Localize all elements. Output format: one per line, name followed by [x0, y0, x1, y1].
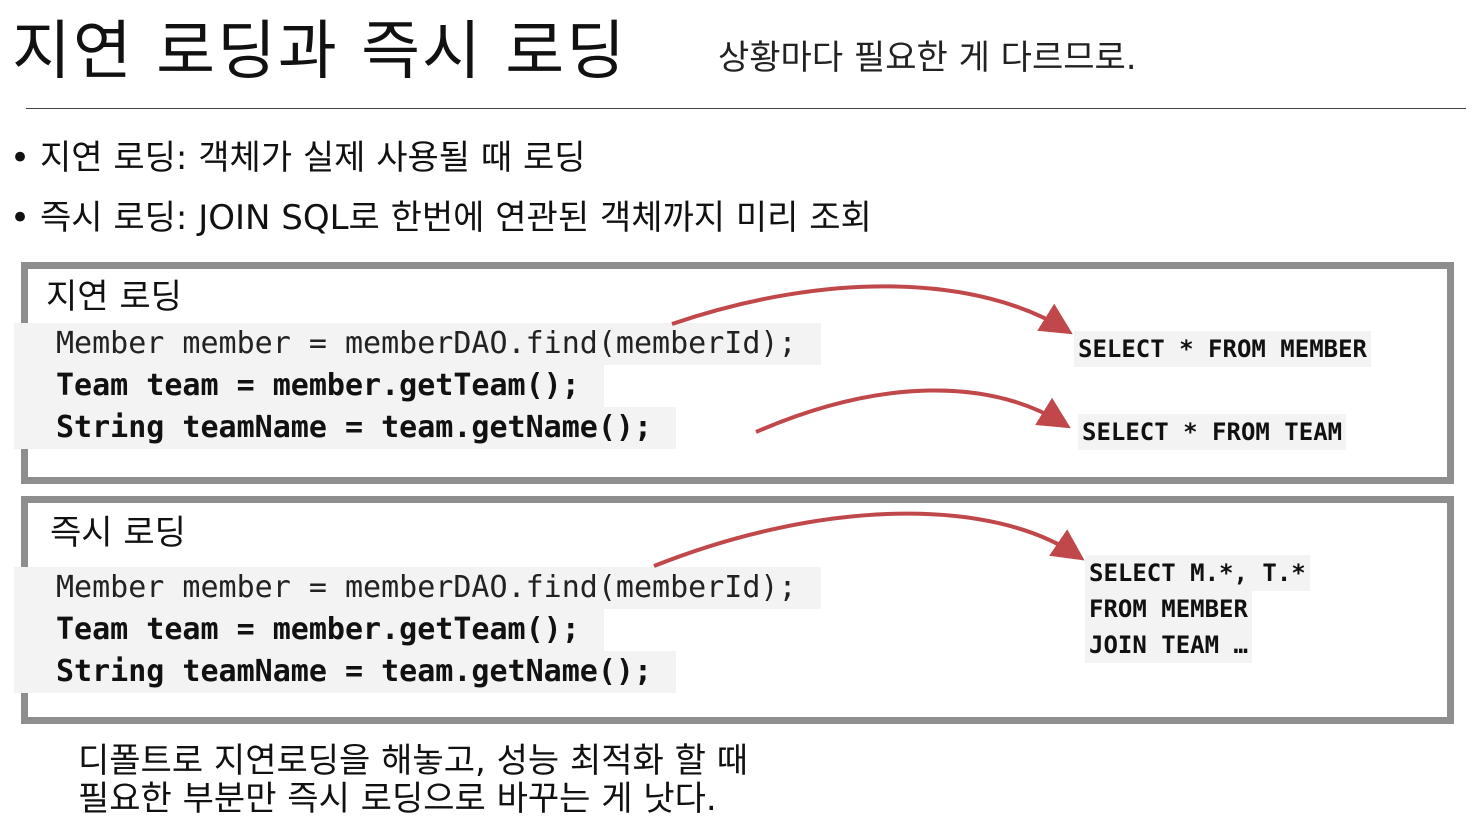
lazy-panel-label: 지연 로딩 — [46, 277, 182, 317]
bullet-text: 즉시 로딩: JOIN SQL로 한번에 연관된 객체까지 미리 조회 — [40, 198, 872, 238]
bullet-icon: • — [10, 198, 31, 238]
eager-code-line-3: String teamName = team.getName(); — [14, 651, 677, 693]
eager-sql-line-1: SELECT M.*, T.* — [1085, 555, 1310, 591]
page-title: 지연 로딩과 즉시 로딩 — [12, 15, 627, 89]
conclusion-note: 디폴트로 지연로딩을 해놓고, 성능 최적화 할 때 필요한 부분만 즉시 로딩… — [78, 742, 748, 818]
eager-sql-line-2: FROM MEMBER — [1085, 591, 1252, 627]
lazy-loading-panel: 지연 로딩 Member member = memberDAO.find(mem… — [14, 262, 1454, 484]
eager-loading-panel: 즉시 로딩 Member member = memberDAO.find(mem… — [14, 496, 1454, 724]
lazy-code-line-1: Member member = memberDAO.find(memberId)… — [14, 323, 821, 365]
lazy-sql-team: SELECT * FROM TEAM — [1078, 414, 1347, 450]
title-divider — [26, 108, 1466, 109]
eager-code-line-1: Member member = memberDAO.find(memberId)… — [14, 567, 821, 609]
bullet-lazy-loading: •지연 로딩: 객체가 실제 사용될 때 로딩 — [10, 136, 586, 180]
eager-sql-line-3: JOIN TEAM … — [1085, 627, 1252, 663]
eager-code-line-2: Team team = member.getTeam(); — [14, 609, 604, 651]
note-line-1: 디폴트로 지연로딩을 해놓고, 성능 최적화 할 때 — [78, 741, 748, 781]
lazy-sql-member: SELECT * FROM MEMBER — [1074, 331, 1371, 367]
lazy-code-line-2: Team team = member.getTeam(); — [14, 365, 604, 407]
lazy-code-line-3: String teamName = team.getName(); — [14, 407, 677, 449]
bullet-icon: • — [10, 138, 31, 178]
bullet-text: 지연 로딩: 객체가 실제 사용될 때 로딩 — [40, 138, 586, 178]
eager-panel-label: 즉시 로딩 — [50, 513, 186, 553]
note-line-2: 필요한 부분만 즉시 로딩으로 바꾸는 게 낫다. — [78, 779, 717, 819]
page-subtitle: 상황마다 필요한 게 다르므로. — [718, 38, 1137, 78]
bullet-eager-loading: •즉시 로딩: JOIN SQL로 한번에 연관된 객체까지 미리 조회 — [10, 196, 872, 240]
